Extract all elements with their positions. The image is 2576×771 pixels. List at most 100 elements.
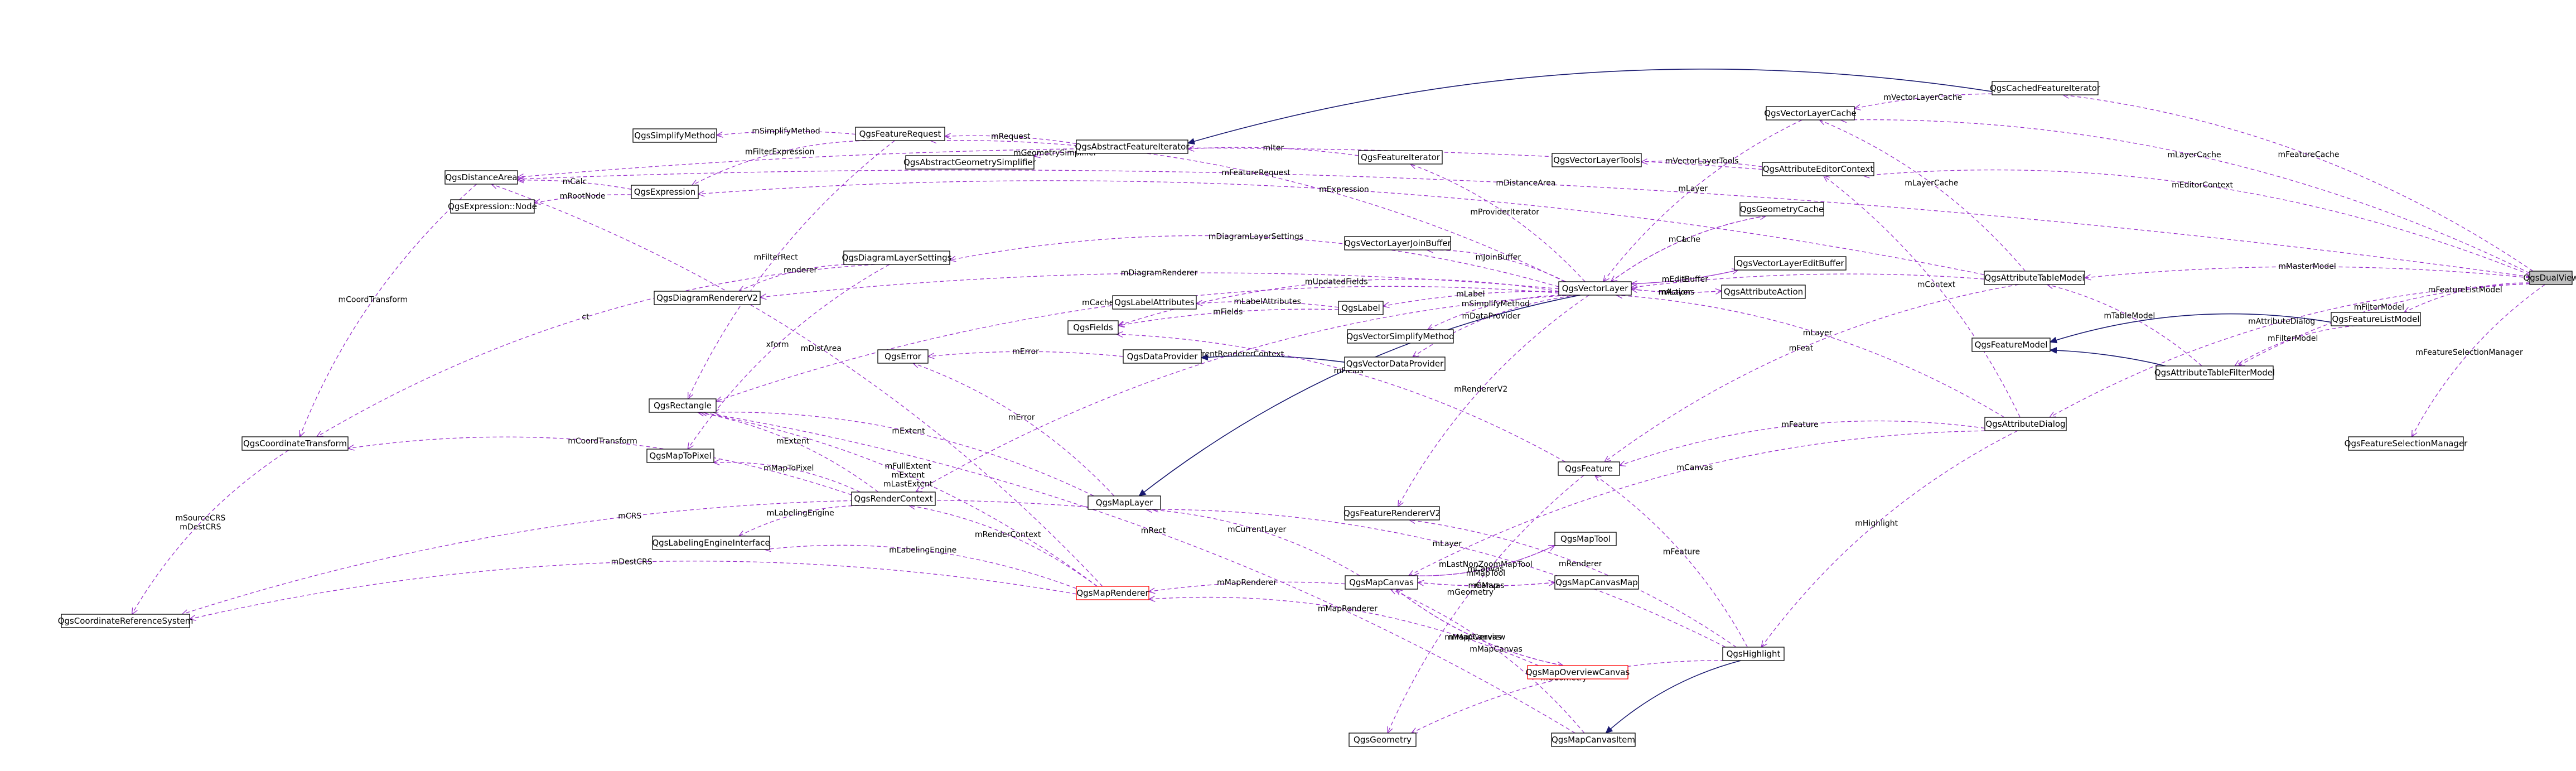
class-node-qgs-feature-iterator[interactable]: QgsFeatureIterator xyxy=(1358,150,1443,165)
edge-label-line: mMasterModel xyxy=(2278,262,2336,271)
class-node-qgs-map-canvas-item[interactable]: QgsMapCanvasItem xyxy=(1551,733,1636,747)
edge-path xyxy=(317,264,876,437)
class-node-qgs-map-canvas[interactable]: QgsMapCanvas xyxy=(1345,575,1418,590)
edge-label-line: mCache xyxy=(1669,235,1700,244)
class-box xyxy=(1558,281,1632,296)
class-node-qgs-map-renderer[interactable]: QgsMapRenderer xyxy=(1076,586,1149,600)
class-box xyxy=(1558,461,1620,476)
class-node-qgs-highlight[interactable]: QgsHighlight xyxy=(1722,647,1785,661)
edge-qgs-vector-layer-cache-to-qgs-vector-layer xyxy=(1603,119,1802,282)
edge-label-line: mExtent xyxy=(892,427,925,436)
class-node-qgs-vector-simplify-method[interactable]: QgsVectorSimplifyMethod xyxy=(1346,329,1454,344)
class-node-qgs-geometry-cache[interactable]: QgsGeometryCache xyxy=(1739,202,1824,216)
class-name-label: QgsAttributeEditorContext xyxy=(1763,164,1874,174)
class-node-qgs-vector-layer-cache[interactable]: QgsVectorLayerCache xyxy=(1764,106,1857,121)
class-node-qgs-dual-view[interactable]: QgsDualView xyxy=(2523,271,2576,285)
edge-path xyxy=(714,462,861,493)
class-box xyxy=(843,250,950,265)
edge-label-line: mMapCanvas xyxy=(1449,633,1502,642)
class-node-qgs-feature-list-model[interactable]: QgsFeatureListModel xyxy=(2331,312,2421,326)
edge-label: mCRS xyxy=(618,512,641,521)
class-box xyxy=(241,436,349,451)
edge-qgs-feature-list-model-to-qgs-feature-model xyxy=(2050,313,2332,343)
class-node-qgs-label[interactable]: QgsLabel xyxy=(1338,301,1384,315)
class-node-qgs-attribute-table-filter-model[interactable]: QgsAttributeTableFilterModel xyxy=(2154,365,2275,380)
edge-label-line: mDistanceArea xyxy=(1496,179,1555,188)
edge-labels-layer: mDistanceAreamFeatureCachemLayerCachemVe… xyxy=(175,93,2523,682)
class-node-qgs-distance-area[interactable]: QgsDistanceArea xyxy=(444,170,518,185)
edge-qgs-map-canvas-item-to-qgs-rectangle xyxy=(701,412,1575,734)
class-node-qgs-fields[interactable]: QgsFields xyxy=(1067,320,1119,335)
class-node-qgs-abstract-feature-iterator[interactable]: QgsAbstractFeatureIterator xyxy=(1075,139,1190,154)
edge-label: mMapRenderer xyxy=(1318,605,1378,614)
class-node-qgs-attribute-table-model[interactable]: QgsAttributeTableModel xyxy=(1984,271,2085,285)
class-node-qgs-vector-layer-join-buffer[interactable]: QgsVectorLayerJoinBuffer xyxy=(1344,236,1452,250)
class-box xyxy=(1067,320,1119,335)
edge-path xyxy=(1616,295,2005,418)
class-box xyxy=(444,170,518,185)
edge-path xyxy=(2047,285,2202,367)
class-node-qgs-render-context[interactable]: QgsRenderContext xyxy=(851,491,936,506)
edge-label: mLayer xyxy=(1803,329,1833,338)
class-node-qgs-map-layer[interactable]: QgsMapLayer xyxy=(1088,495,1161,510)
class-node-qgs-vector-layer-edit-buffer[interactable]: QgsVectorLayerEditBuffer xyxy=(1734,256,1847,271)
class-node-qgs-attribute-editor-context[interactable]: QgsAttributeEditorContext xyxy=(1762,162,1874,176)
class-node-qgs-vector-data-provider[interactable]: QgsVectorDataProvider xyxy=(1344,356,1446,371)
class-node-qgs-feature-model[interactable]: QgsFeatureModel xyxy=(1971,338,2051,352)
edge-label-line: mMapToPixel xyxy=(763,464,814,473)
edge-path xyxy=(1146,509,1360,576)
class-node-qgs-expression[interactable]: QgsExpression xyxy=(631,185,699,199)
class-box xyxy=(649,398,717,413)
edge-qgs-vector-layer-to-qgs-fields xyxy=(1118,278,1559,325)
class-node-qgs-vector-layer[interactable]: QgsVectorLayer xyxy=(1558,281,1632,296)
class-node-qgs-feature-request[interactable]: QgsFeatureRequest xyxy=(855,127,945,141)
edge-label: mFilterRect xyxy=(754,253,799,262)
edge-path xyxy=(1631,289,1722,292)
class-name-label: QgsDualView xyxy=(2523,273,2576,283)
edge-qgs-coordinate-transform-to-qgs-coordinate-reference-system xyxy=(132,450,289,614)
class-node-qgs-diagram-renderer-v2[interactable]: QgsDiagramRendererV2 xyxy=(654,291,761,305)
class-node-qgs-geometry[interactable]: QgsGeometry xyxy=(1349,733,1417,747)
class-node-qgs-feature-renderer-v2[interactable]: QgsFeatureRendererV2 xyxy=(1343,506,1441,521)
class-node-qgs-data-provider[interactable]: QgsDataProvider xyxy=(1123,349,1202,364)
class-node-qgs-map-overview-canvas[interactable]: QgsMapOverviewCanvas xyxy=(1526,665,1630,680)
class-node-qgs-map-tool[interactable]: QgsMapTool xyxy=(1554,532,1617,546)
edge-label: mCurrentLayer xyxy=(1227,526,1286,534)
edge-qgs-render-context-to-qgs-map-to-pixel xyxy=(714,462,861,493)
edge-path xyxy=(1409,430,1999,576)
class-node-qgs-error[interactable]: QgsError xyxy=(877,349,929,364)
class-node-qgs-cached-feature-iterator[interactable]: QgsCachedFeatureIterator xyxy=(1990,81,2101,95)
class-node-qgs-attribute-action[interactable]: QgsAttributeAction xyxy=(1721,285,1806,299)
class-node-qgs-simplify-method[interactable]: QgsSimplifyMethod xyxy=(632,128,717,143)
class-node-qgs-label-attributes[interactable]: QgsLabelAttributes xyxy=(1112,295,1197,310)
class-node-qgs-coordinate-reference-system[interactable]: QgsCoordinateReferenceSystem xyxy=(58,614,194,628)
edge-label-line: mError xyxy=(1012,347,1039,356)
class-node-qgs-diagram-layer-settings[interactable]: QgsDiagramLayerSettings xyxy=(842,250,952,265)
edge-path xyxy=(701,412,1575,734)
class-box xyxy=(2348,436,2464,451)
class-node-qgs-attribute-dialog[interactable]: QgsAttributeDialog xyxy=(1984,417,2067,431)
class-name-label: QgsDiagramLayerSettings xyxy=(842,253,952,263)
class-node-qgs-rectangle[interactable]: QgsRectangle xyxy=(649,398,717,413)
class-node-qgs-labeling-engine-interface[interactable]: QgsLabelingEngineInterface xyxy=(652,536,770,550)
class-node-qgs-abstract-geometry-simplifier[interactable]: QgsAbstractGeometrySimplifier xyxy=(903,155,1037,170)
class-node-qgs-feature-selection-manager[interactable]: QgsFeatureSelectionManager xyxy=(2345,436,2468,451)
class-node-qgs-coordinate-transform[interactable]: QgsCoordinateTransform xyxy=(241,436,349,451)
edge-label: mCanvas xyxy=(1676,464,1713,473)
class-node-qgs-map-to-pixel[interactable]: QgsMapToPixel xyxy=(646,449,714,463)
edge-label-line: mEditorContext xyxy=(2172,181,2233,190)
edge-label-line: mSimplifyMethod xyxy=(1462,300,1530,309)
class-node-qgs-expression-node[interactable]: QgsExpression::Node xyxy=(448,199,537,214)
class-node-qgs-feature[interactable]: QgsFeature xyxy=(1558,461,1620,476)
edge-label-line: mLayer xyxy=(1803,329,1833,338)
class-name-label: QgsVectorLayerCache xyxy=(1764,108,1856,118)
class-box xyxy=(1344,506,1440,521)
class-node-qgs-map-canvas-map[interactable]: QgsMapCanvasMap xyxy=(1554,575,1639,590)
edge-label: mCache xyxy=(1669,235,1700,244)
edge-label-line: mLastNonZoomMapTool xyxy=(1439,560,1533,569)
class-name-label: QgsVectorLayerTools xyxy=(1553,155,1640,165)
class-node-qgs-vector-layer-tools[interactable]: QgsVectorLayerTools xyxy=(1552,153,1642,167)
edge-qgs-dual-view-to-qgs-vector-layer-cache xyxy=(1840,120,2530,274)
edge-label-line: mCRS xyxy=(618,512,641,521)
